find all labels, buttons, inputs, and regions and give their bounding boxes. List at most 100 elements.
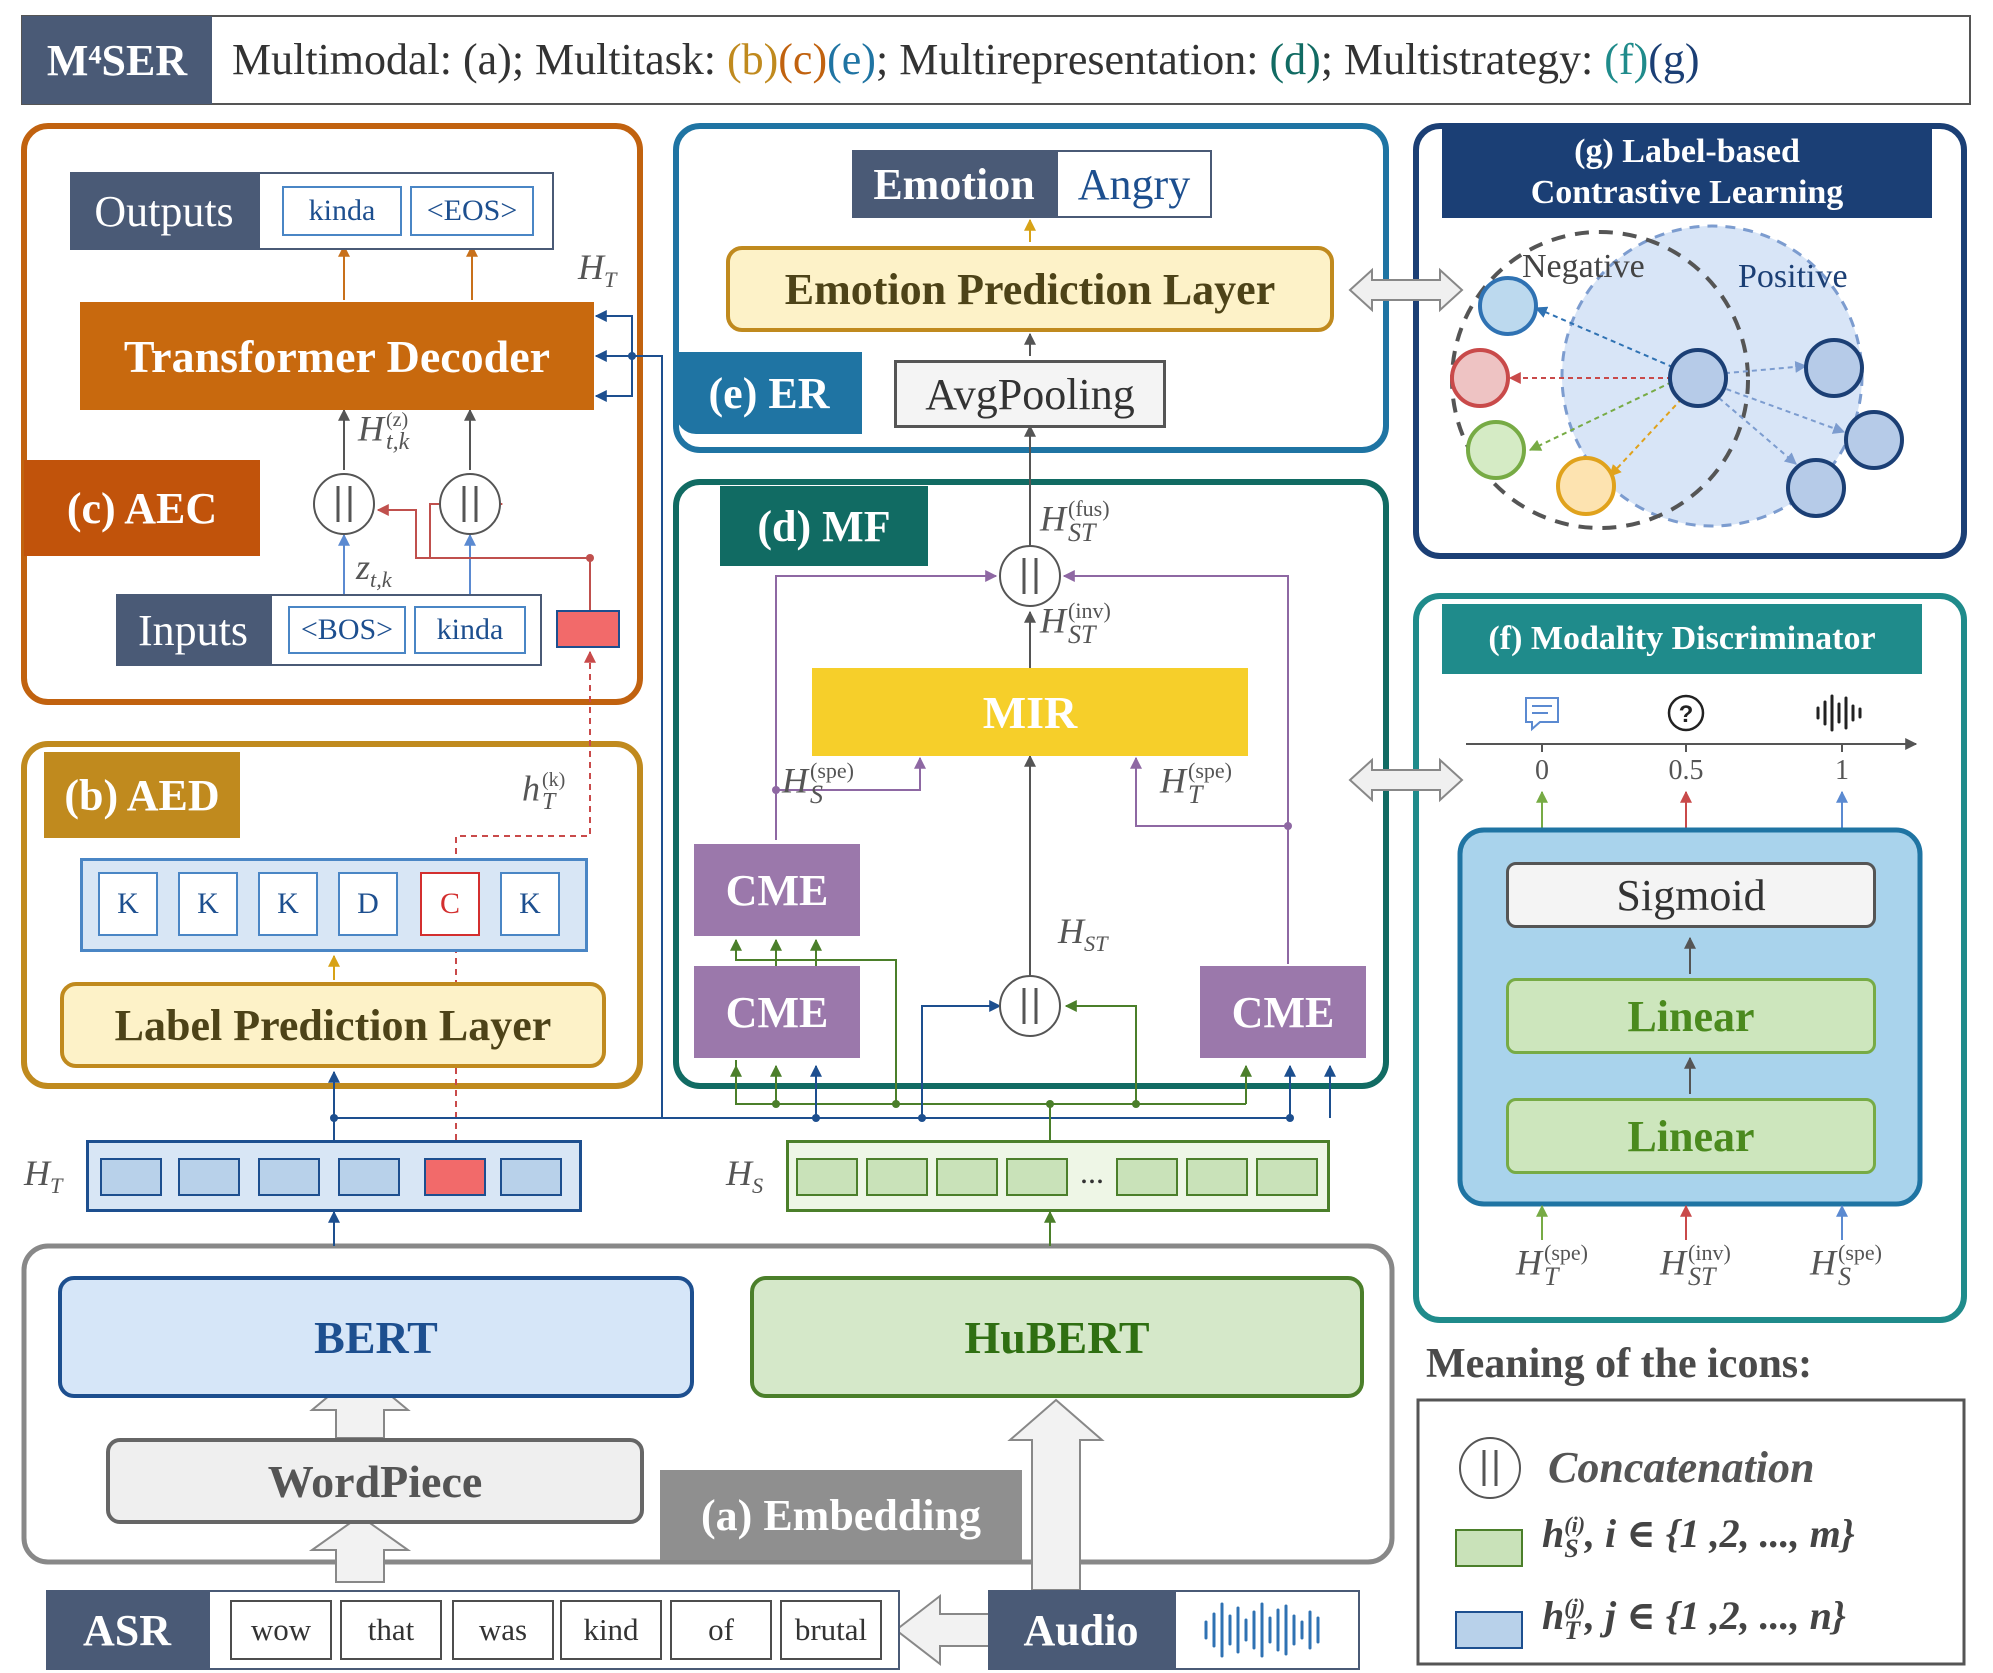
hs-cell [1116,1158,1178,1196]
asr-word: of [670,1600,772,1660]
legend-blue-swatch [1455,1611,1523,1649]
negative-sample-green [1466,420,1526,480]
legend-concat-text: Concatenation [1548,1443,1815,1492]
error-label-0: K [98,872,158,936]
error-label-1: K [178,872,238,936]
emotion-prediction-layer: Emotion Prediction Layer [726,246,1334,332]
audio-to-asr-arrow [894,1593,991,1667]
avg-pooling: AvgPooling [894,360,1166,428]
negative-sample-red [1450,348,1510,408]
legend-title: Meaning of the icons: [1426,1341,1813,1387]
ht-cell [178,1158,240,1196]
md-title: (f) Modality Discriminator [1442,604,1922,674]
md-input-hst-inv: H(inv)ST [1660,1240,1731,1291]
ht-cell [338,1158,400,1196]
er-section-label: (e) ER [676,352,862,434]
input-token: kinda [414,606,526,654]
header-tag: (e) [827,35,876,84]
h-t-spe-label: H(spe)T [1160,758,1232,809]
outputs-label: Outputs [70,172,258,250]
md-tick-05: 0.5 [1668,755,1704,786]
header-caption: Multimodal: (a); Multitask: (b)(c)(e); M… [232,35,1700,84]
positive-sample-2 [1844,410,1904,470]
audio-label: Audio [988,1590,1174,1670]
h-st-label: HST [1058,911,1108,957]
hs-cell [866,1158,928,1196]
ht-cell [500,1158,562,1196]
header-tag: (b) [726,35,779,84]
sigmoid-layer: Sigmoid [1506,862,1876,928]
h-inv-label: H(inv)ST [1040,598,1111,649]
ht-sequence [86,1140,582,1212]
ht-cell-error [424,1158,486,1196]
concat-icon-st [999,975,1061,1037]
aec-ht-label: HT [578,247,617,293]
error-label-3: D [338,872,398,936]
error-label-5: K [500,872,560,936]
output-token: kinda [282,186,402,236]
negative-label: Negative [1522,248,1645,285]
md-input-ht-spe: H(spe)T [1516,1240,1588,1291]
md-tick-0: 0 [1535,755,1549,786]
hs-cell [936,1158,998,1196]
waveform-icon [1204,1602,1320,1658]
z-label: zt,k [356,547,392,593]
positive-label: Positive [1738,258,1848,295]
h-fus-label: H(fus)ST [1040,496,1110,547]
mf-section-label: (d) MF [720,486,928,566]
aed-section-label: (b) AED [44,752,240,838]
md-tick-1: 1 [1835,755,1849,786]
asr-word: brutal [780,1600,882,1660]
bert-encoder: BERT [58,1276,694,1398]
audio-modality-icon [1816,694,1862,732]
input-token: <BOS> [288,606,406,654]
asr-to-wordpiece-arrow [308,1514,412,1583]
hk-label: h(k)T [522,768,566,815]
header-tag: (g) [1648,35,1700,84]
linear-layer-bottom: Linear [1506,1098,1876,1174]
asr-word: that [340,1600,442,1660]
transformer-decoder: Transformer Decoder [80,302,594,410]
error-token-embedding [556,610,620,648]
wordpiece-tokenizer: WordPiece [106,1438,644,1524]
asr-word: wow [230,1600,332,1660]
error-label-4: C [420,872,480,936]
negative-sample-blue [1478,276,1538,336]
header-tag: (f) [1604,35,1649,84]
hs-cell [1186,1158,1248,1196]
svg-text:?: ? [1679,701,1694,728]
htk-label: H(z)t,k [358,408,410,455]
output-token: <EOS> [410,186,534,236]
concat-icon-1 [313,473,375,535]
header-tag: (c) [778,35,828,84]
aec-section-label: (c) AEC [24,460,260,556]
hs-ellipsis: ... [1080,1153,1104,1190]
h-s-spe-label: H(spe)S [782,758,854,809]
negative-sample-orange [1556,456,1616,516]
text-modality-icon [1525,697,1559,732]
ht-cell [100,1158,162,1196]
double-arrow-er-glcl [1348,267,1464,313]
anchor-sample [1668,348,1728,408]
ht-cell [258,1158,320,1196]
hubert-encoder: HuBERT [750,1276,1364,1398]
emotion-value: Angry [1056,150,1212,218]
label-prediction-layer: Label Prediction Layer [60,982,606,1068]
ht-seq-label: HT [24,1153,63,1199]
asr-label: ASR [46,1590,208,1670]
double-arrow-mf-md [1348,757,1464,803]
inputs-label: Inputs [116,594,270,666]
legend-hs-text: h(i)S, i ∈ {1 ,2, ..., m} [1542,1511,1855,1563]
audio-waveform-box [1174,1590,1360,1670]
cme-block-bottom: CME [694,966,860,1058]
asr-word: kind [560,1600,662,1660]
linear-layer-top: Linear [1506,978,1876,1054]
positive-sample-1 [1804,338,1864,398]
md-input-hs-spe: H(spe)S [1810,1240,1882,1291]
question-icon: ? [1667,694,1705,732]
legend-green-swatch [1455,1529,1523,1567]
emotion-key: Emotion [852,150,1056,218]
hs-cell [796,1158,858,1196]
hs-cell [1006,1158,1068,1196]
